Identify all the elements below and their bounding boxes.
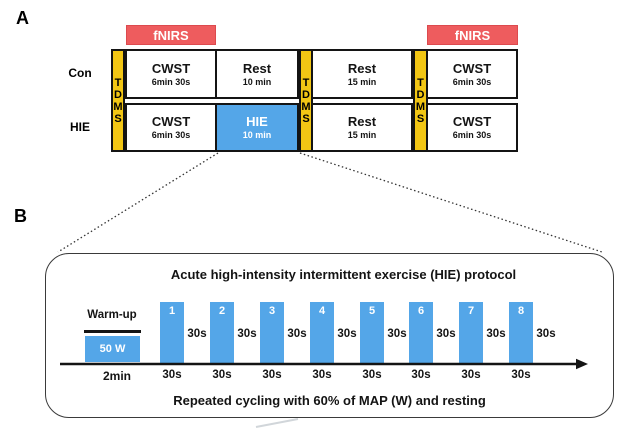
bar-number: 7 <box>467 305 475 317</box>
rest-duration-label-5: 30s <box>387 328 407 340</box>
tdms-letter: T <box>114 76 122 89</box>
rest-duration-label-6: 30s <box>436 328 456 340</box>
hie-interval-bar-2: 2 <box>210 302 234 363</box>
hie-interval-bar-4: 4 <box>310 302 334 363</box>
tdms-letter: M <box>415 100 426 113</box>
rest-duration-label-1: 30s <box>187 328 207 340</box>
cell-hie-cwst-2: CWST 6min 30s <box>426 103 518 152</box>
hie-interval-bar-3: 3 <box>260 302 284 363</box>
hie-interval-bar-6: 6 <box>409 302 433 363</box>
warmup-label: Warm-up <box>87 309 137 321</box>
hie-interval-bar-5: 5 <box>360 302 384 363</box>
bar-number: 2 <box>218 305 226 317</box>
cell-subtitle: 6min 30s <box>452 130 492 140</box>
bar-number: 4 <box>318 305 326 317</box>
rest-duration-label-3: 30s <box>287 328 307 340</box>
tdms-letter: T <box>417 76 424 89</box>
tdms-column-2: T D M S <box>299 49 313 152</box>
cell-subtitle: 15 min <box>347 76 377 87</box>
tdms-column-3: T D M S <box>413 49 428 152</box>
tdms-letter: M <box>113 100 123 113</box>
cell-con-cwst-2: CWST 6min 30s <box>426 49 518 99</box>
tdms-letter: M <box>301 100 311 113</box>
cell-subtitle: 15 min <box>347 130 377 140</box>
warmup-power-box: 50 W <box>85 336 140 362</box>
tdms-letter: S <box>114 112 122 125</box>
fnirs-label: fNIRS <box>153 27 189 43</box>
work-duration-label-6: 30s <box>411 369 431 381</box>
cell-title: Rest <box>347 114 377 129</box>
cell-con-rest-15: Rest 15 min <box>311 49 413 99</box>
row-label-con: Con <box>68 66 92 80</box>
tdms-letter: S <box>416 112 425 125</box>
bar-number: 5 <box>368 305 376 317</box>
work-duration-label-3: 30s <box>262 369 282 381</box>
zoom-callout-line-left <box>57 152 219 253</box>
fnirs-box-left: fNIRS <box>126 25 216 45</box>
zoom-callout-line-right <box>299 152 603 253</box>
cell-title: HIE <box>246 114 268 129</box>
work-duration-label-8: 30s <box>511 369 531 381</box>
protocol-title: Acute high-intensity intermittent exerci… <box>170 267 517 282</box>
panel-a-label: A <box>16 8 29 28</box>
cell-title: CWST <box>151 114 191 129</box>
fnirs-box-right: fNIRS <box>427 25 518 45</box>
hie-interval-bar-7: 7 <box>459 302 483 363</box>
warmup-duration: 2min <box>102 369 131 383</box>
rest-duration-label-8: 30s <box>536 328 556 340</box>
cell-title: CWST <box>452 60 492 76</box>
cell-title: Rest <box>347 60 377 76</box>
fnirs-label: fNIRS <box>454 27 491 43</box>
warmup-overline <box>84 330 141 333</box>
panel-b-label: B <box>14 206 27 226</box>
rest-duration-label-2: 30s <box>237 328 257 340</box>
bar-number: 1 <box>168 305 176 317</box>
bar-number: 6 <box>417 305 425 317</box>
tdms-letter: D <box>114 88 122 101</box>
hie-interval-bar-1: 1 <box>160 302 184 363</box>
work-duration-label-1: 30s <box>162 369 182 381</box>
rest-duration-label-7: 30s <box>486 328 506 340</box>
warmup-power: 50 W <box>99 343 126 355</box>
cell-subtitle: 6min 30s <box>452 76 492 87</box>
tdms-letter: D <box>416 88 425 101</box>
tdms-letter: T <box>302 76 310 89</box>
row-label-hie: HIE <box>69 120 90 134</box>
work-duration-label-4: 30s <box>312 369 332 381</box>
bar-number: 8 <box>517 305 525 317</box>
cell-con-cwst-1: CWST 6min 30s <box>125 49 217 99</box>
cell-title: CWST <box>452 114 492 129</box>
cell-hie-cwst-1: CWST 6min 30s <box>125 103 217 152</box>
hie-interval-bar-8: 8 <box>509 302 533 363</box>
cell-subtitle: 6min 30s <box>151 130 191 140</box>
tdms-column-1: T D M S <box>111 49 125 152</box>
work-duration-label-5: 30s <box>362 369 382 381</box>
cell-title: Rest <box>242 60 272 76</box>
bar-number: 3 <box>268 305 276 317</box>
tdms-letter: S <box>302 112 310 125</box>
cell-hie-exercise: HIE 10 min <box>215 103 299 152</box>
protocol-footer-note: Repeated cycling with 60% of MAP (W) and… <box>173 393 486 408</box>
watermark-artifact <box>255 418 299 428</box>
cell-subtitle: 6min 30s <box>151 76 191 87</box>
work-duration-label-7: 30s <box>461 369 481 381</box>
cell-con-rest-10: Rest 10 min <box>215 49 299 99</box>
cell-title: CWST <box>151 60 191 76</box>
rest-duration-label-4: 30s <box>337 328 357 340</box>
tdms-letter: D <box>302 88 310 101</box>
cell-hie-rest-15: Rest 15 min <box>311 103 413 152</box>
cell-subtitle: 10 min <box>242 130 272 140</box>
work-duration-label-2: 30s <box>212 369 232 381</box>
cell-subtitle: 10 min <box>242 76 272 87</box>
